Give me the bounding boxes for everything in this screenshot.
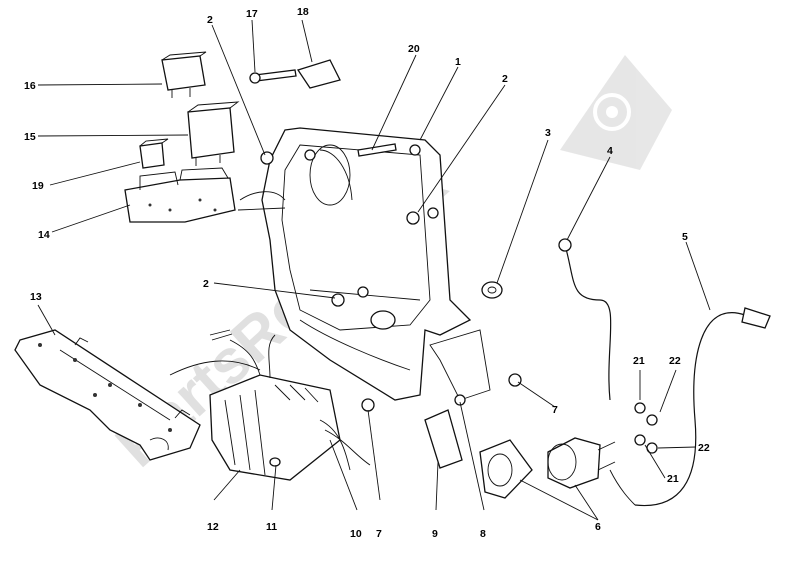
callout-11: 11 — [266, 521, 277, 533]
callout-9: 9 — [432, 528, 438, 540]
callout-14: 14 — [38, 229, 50, 241]
callout-21: 21 — [633, 355, 645, 367]
starter-solenoid — [547, 437, 616, 489]
mounting-plate — [14, 329, 201, 461]
callout-22: 22 — [698, 442, 710, 454]
bolt-17 — [249, 69, 297, 84]
callout-labels: 1 2 2 2 3 4 5 6 7 7 8 9 10 11 12 13 14 1… — [24, 6, 710, 540]
relay-16 — [161, 51, 207, 98]
support-bracket-9 — [424, 329, 491, 469]
callout-12: 12 — [207, 521, 219, 533]
callout-16: 16 — [24, 80, 36, 92]
callout-21: 21 — [667, 473, 679, 485]
callout-3: 3 — [545, 127, 551, 139]
callout-2: 2 — [207, 14, 213, 26]
fasteners — [260, 151, 658, 454]
callout-10: 10 — [350, 528, 362, 540]
clamp-18 — [296, 59, 341, 89]
relay-holder-14 — [124, 167, 236, 223]
callout-2: 2 — [203, 278, 209, 290]
leader-lines — [37, 19, 711, 521]
callout-7: 7 — [376, 528, 382, 540]
battery-cable-4 — [558, 238, 612, 401]
ground-cable-5 — [609, 307, 771, 507]
watermark-gear-icon — [560, 55, 672, 170]
callout-17: 17 — [246, 8, 258, 20]
main-bracket — [237, 127, 472, 401]
callout-4: 4 — [607, 145, 613, 157]
callout-19: 19 — [32, 180, 44, 192]
grommet-3 — [481, 281, 503, 299]
rubber-mount-6 — [479, 439, 533, 499]
callout-2: 2 — [502, 73, 508, 85]
bolt-20 — [357, 143, 397, 157]
callout-13: 13 — [30, 291, 42, 303]
callout-15: 15 — [24, 131, 36, 143]
callout-1: 1 — [455, 56, 461, 68]
callout-20: 20 — [408, 43, 420, 55]
callout-8: 8 — [480, 528, 486, 540]
callout-5: 5 — [682, 231, 688, 243]
voltage-regulator — [169, 329, 371, 481]
callout-7: 7 — [552, 404, 558, 416]
relay-19 — [139, 138, 169, 169]
relay-15 — [187, 101, 240, 166]
callout-22: 22 — [669, 355, 681, 367]
callout-6: 6 — [595, 521, 601, 533]
callout-18: 18 — [297, 6, 309, 18]
